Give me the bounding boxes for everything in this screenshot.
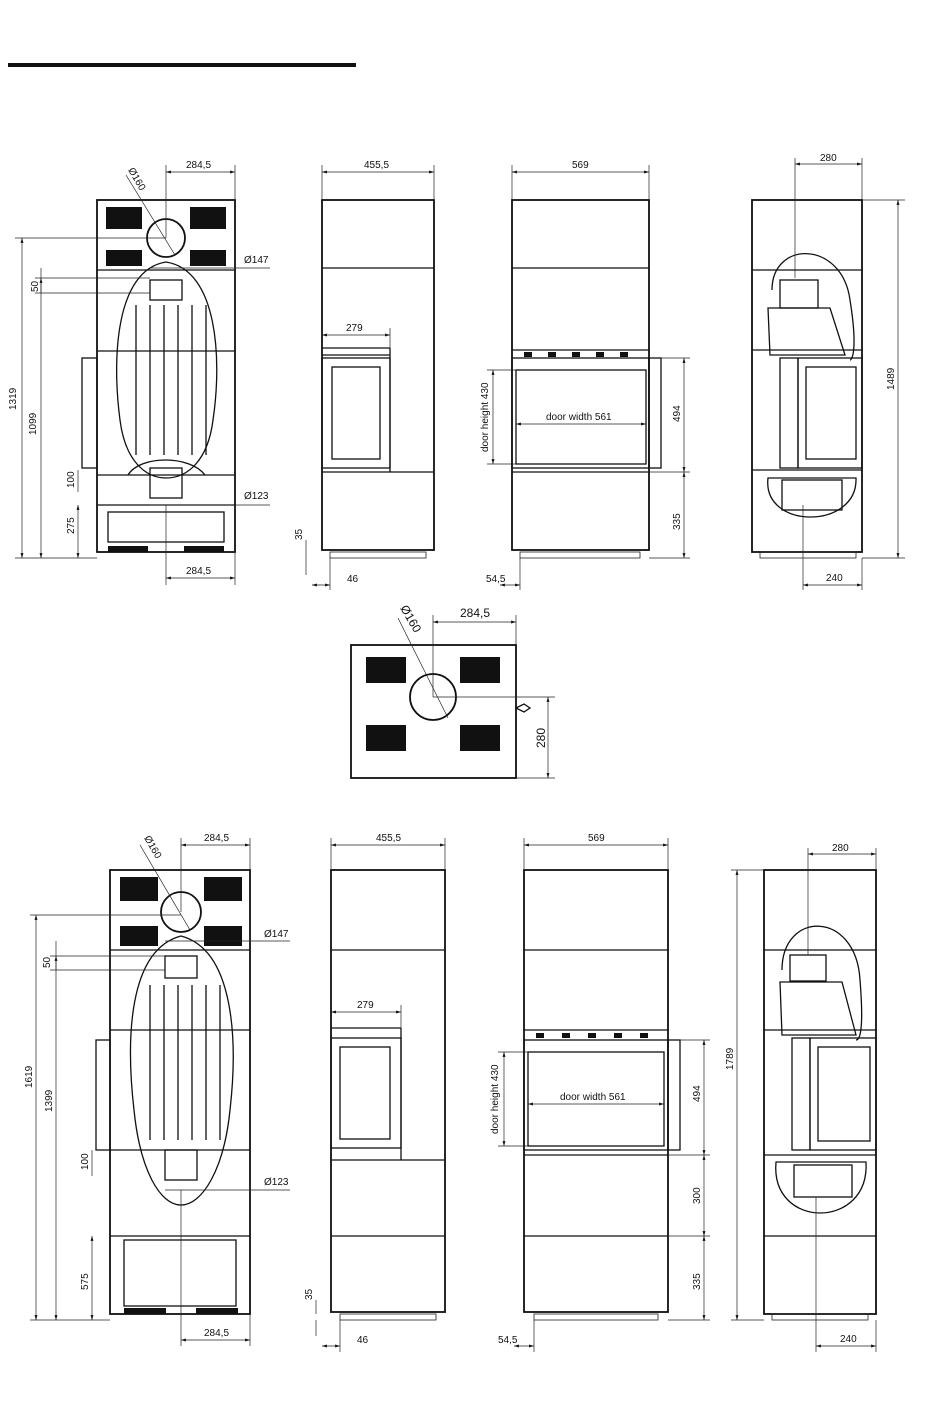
view-section-tall [764,870,876,1320]
dim-door-height-tall: door height 430 [490,1064,501,1134]
dim-h1319: 1319 [8,387,19,410]
dim-w455-top: 455,5 [364,160,389,171]
dim-h50-tall: 50 [42,956,53,968]
dim-h335-tall: 335 [692,1273,703,1290]
dim-h1789: 1789 [725,1047,736,1070]
view-section-small [752,200,862,558]
dim-d147-tall: Ø147 [264,929,289,940]
dim-w46-top: 46 [347,574,359,585]
dims-view-front-tall: 569 door width 561 door height 430 494 3… [490,833,710,1352]
dims-view-top-plan: 284,5 Ø160 280 [397,603,555,779]
dim-h1099: 1099 [28,412,39,435]
dim-w284-plan: 284,5 [460,606,490,620]
dim-door-width-tall: door width 561 [560,1092,626,1103]
dim-h100-tall: 100 [80,1153,91,1170]
dim-d123-tall: Ø123 [264,1177,289,1188]
dim-w569-top: 569 [572,160,589,171]
dim-h300: 300 [692,1187,703,1204]
dims-view-section-tall: 280 1789 240 [725,843,876,1352]
dim-h1399: 1399 [44,1089,55,1112]
door-hinges-tall [536,1033,648,1038]
dim-h100-top: 100 [66,471,77,488]
heat-exchanger-ribs [136,305,206,455]
dim-w240-top: 240 [826,573,843,584]
dim-w279-tall: 279 [357,1000,374,1011]
dims-view-side-tall: 455,5 279 35 46 [304,833,445,1352]
dim-h1489: 1489 [886,367,897,390]
dim-d160-tall: Ø160 [141,834,163,861]
dim-w54-top: 54,5 [486,574,506,585]
view-rear-tall [96,870,250,1314]
dim-h1619: 1619 [24,1065,35,1088]
dim-h35-tall: 35 [304,1288,315,1300]
dim-h575: 575 [80,1273,91,1290]
dim-door-width-top: door width 561 [546,412,612,423]
view-rear-small [82,200,235,552]
dim-h35-top: 35 [294,528,305,540]
dim-w284-top: 284,5 [186,160,211,171]
dim-w46-tall: 46 [357,1335,369,1346]
dim-w280-tall: 280 [832,843,849,854]
dim-w280-top-right: 280 [820,153,837,164]
dim-w284-bottom: 284,5 [186,566,211,577]
door-hinges [524,352,628,357]
dim-w284-tall-top: 284,5 [204,833,229,844]
dim-d123: Ø123 [244,491,269,502]
dim-h275: 275 [66,517,77,534]
dims-view-side-small: 455,5 279 35 46 [294,160,434,590]
heat-exchanger-ribs-tall [150,985,220,1140]
dim-h280-plan: 280 [534,728,548,748]
view-top-plan [351,645,530,778]
dim-w279-top: 279 [346,323,363,334]
dim-w455-tall: 455,5 [376,833,401,844]
dim-h494-top: 494 [672,405,683,422]
view-side-tall [331,870,445,1320]
dims-view-section-small: 280 1489 240 [795,153,905,590]
dim-door-height-top: door height 430 [480,382,491,452]
dim-h50-top: 50 [30,280,41,292]
dim-w284-tall-bottom: 284,5 [204,1328,229,1339]
dim-h335-top: 335 [672,513,683,530]
dim-w240-tall: 240 [840,1334,857,1345]
view-side-small [322,200,434,558]
dim-h494-tall: 494 [692,1085,703,1102]
view-front-small [512,200,661,558]
dim-w569-tall: 569 [588,833,605,844]
dim-d160-plan: Ø160 [397,603,424,636]
dim-d147: Ø147 [244,255,269,266]
dim-w54-tall: 54,5 [498,1335,518,1346]
